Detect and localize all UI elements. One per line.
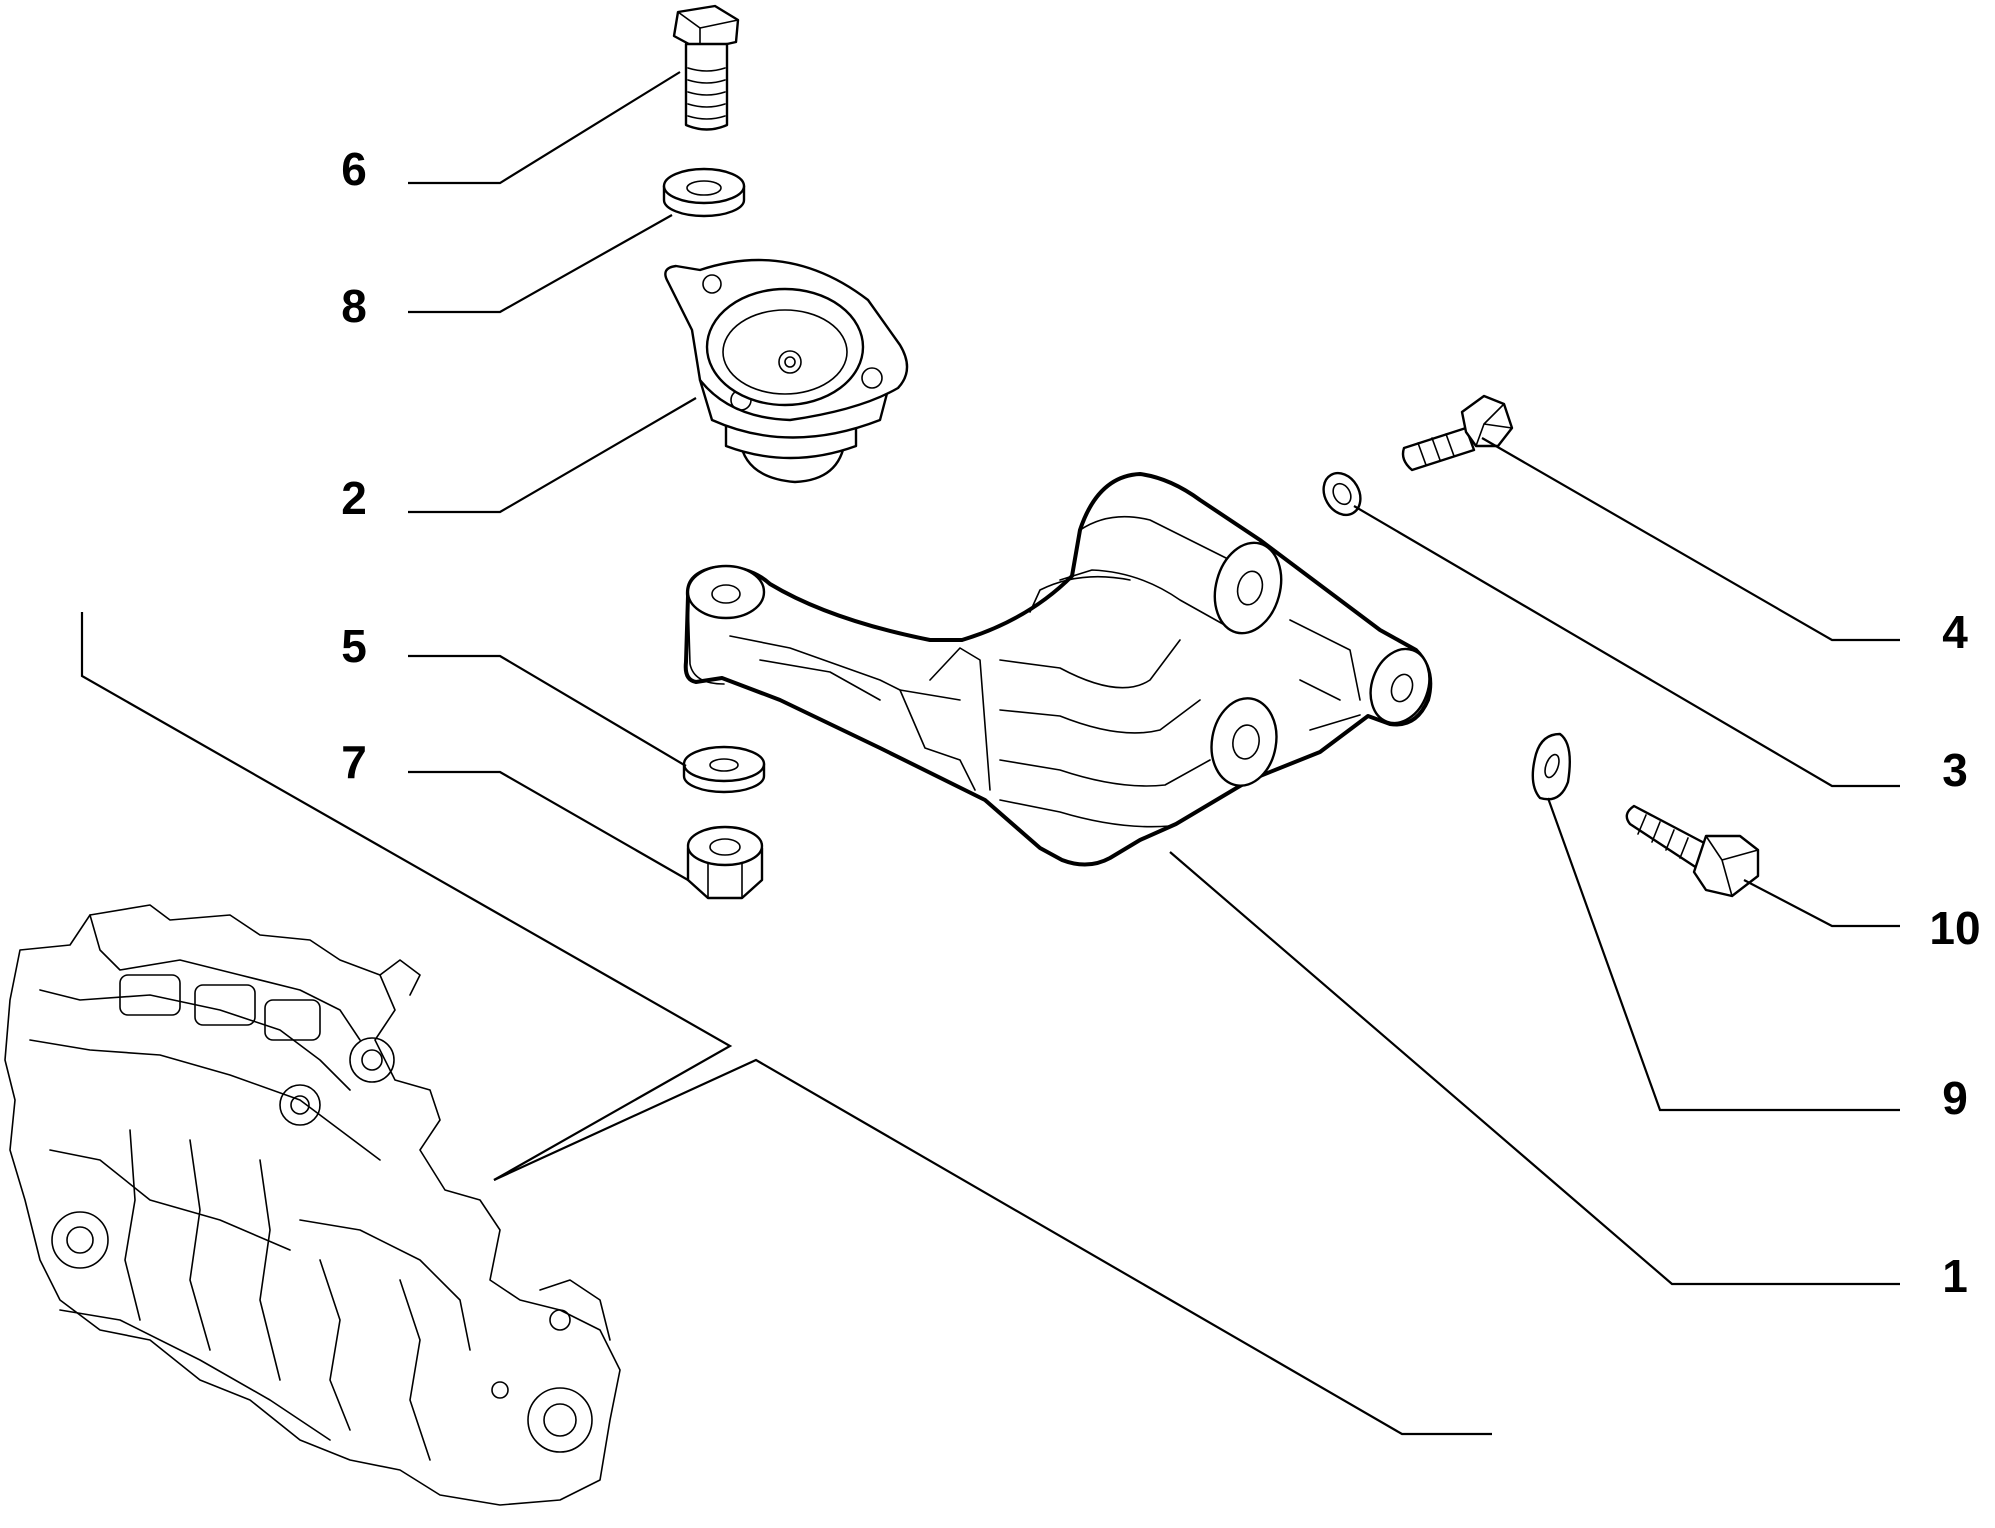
leader-line-overview — [80, 612, 733, 1181]
rubber-mount-icon — [664, 258, 909, 484]
washer-icon — [682, 745, 766, 794]
callout-5: 5 — [341, 620, 367, 672]
bolt-icon — [1625, 804, 1760, 898]
leader-line-10 — [1743, 879, 1900, 928]
callout-7: 7 — [341, 736, 367, 788]
callout-labels: 6 8 2 5 7 4 3 10 9 1 — [341, 143, 1980, 1302]
bolt-icon — [1401, 394, 1514, 472]
callout-2: 2 — [341, 472, 367, 524]
leader-line-8 — [408, 214, 673, 314]
engine-assembly-icon — [4, 904, 621, 1506]
leader-line-1 — [1169, 851, 1900, 1286]
leader-lines — [80, 71, 1900, 1436]
washer-icon — [1322, 471, 1362, 517]
leader-line-6 — [408, 71, 681, 185]
leader-line-9 — [1546, 797, 1900, 1112]
callout-9: 9 — [1942, 1072, 1968, 1124]
washer-icon — [662, 167, 746, 218]
leader-line-3 — [1353, 505, 1900, 788]
bolt-icon — [672, 4, 740, 131]
callout-10: 10 — [1929, 902, 1980, 954]
engine-mount-bracket-icon — [683, 472, 1433, 867]
leader-line-2 — [408, 397, 697, 514]
callout-8: 8 — [341, 280, 367, 332]
callout-4: 4 — [1942, 606, 1968, 658]
leader-line-5 — [408, 654, 687, 767]
leader-line-overview-lower — [493, 1058, 1492, 1436]
callout-1: 1 — [1942, 1250, 1968, 1302]
callout-3: 3 — [1942, 744, 1968, 796]
callout-6: 6 — [341, 143, 367, 195]
leader-line-4 — [1481, 437, 1900, 642]
washer-icon — [1531, 732, 1571, 801]
leader-line-7 — [408, 770, 689, 881]
hex-nut-icon — [686, 825, 764, 900]
